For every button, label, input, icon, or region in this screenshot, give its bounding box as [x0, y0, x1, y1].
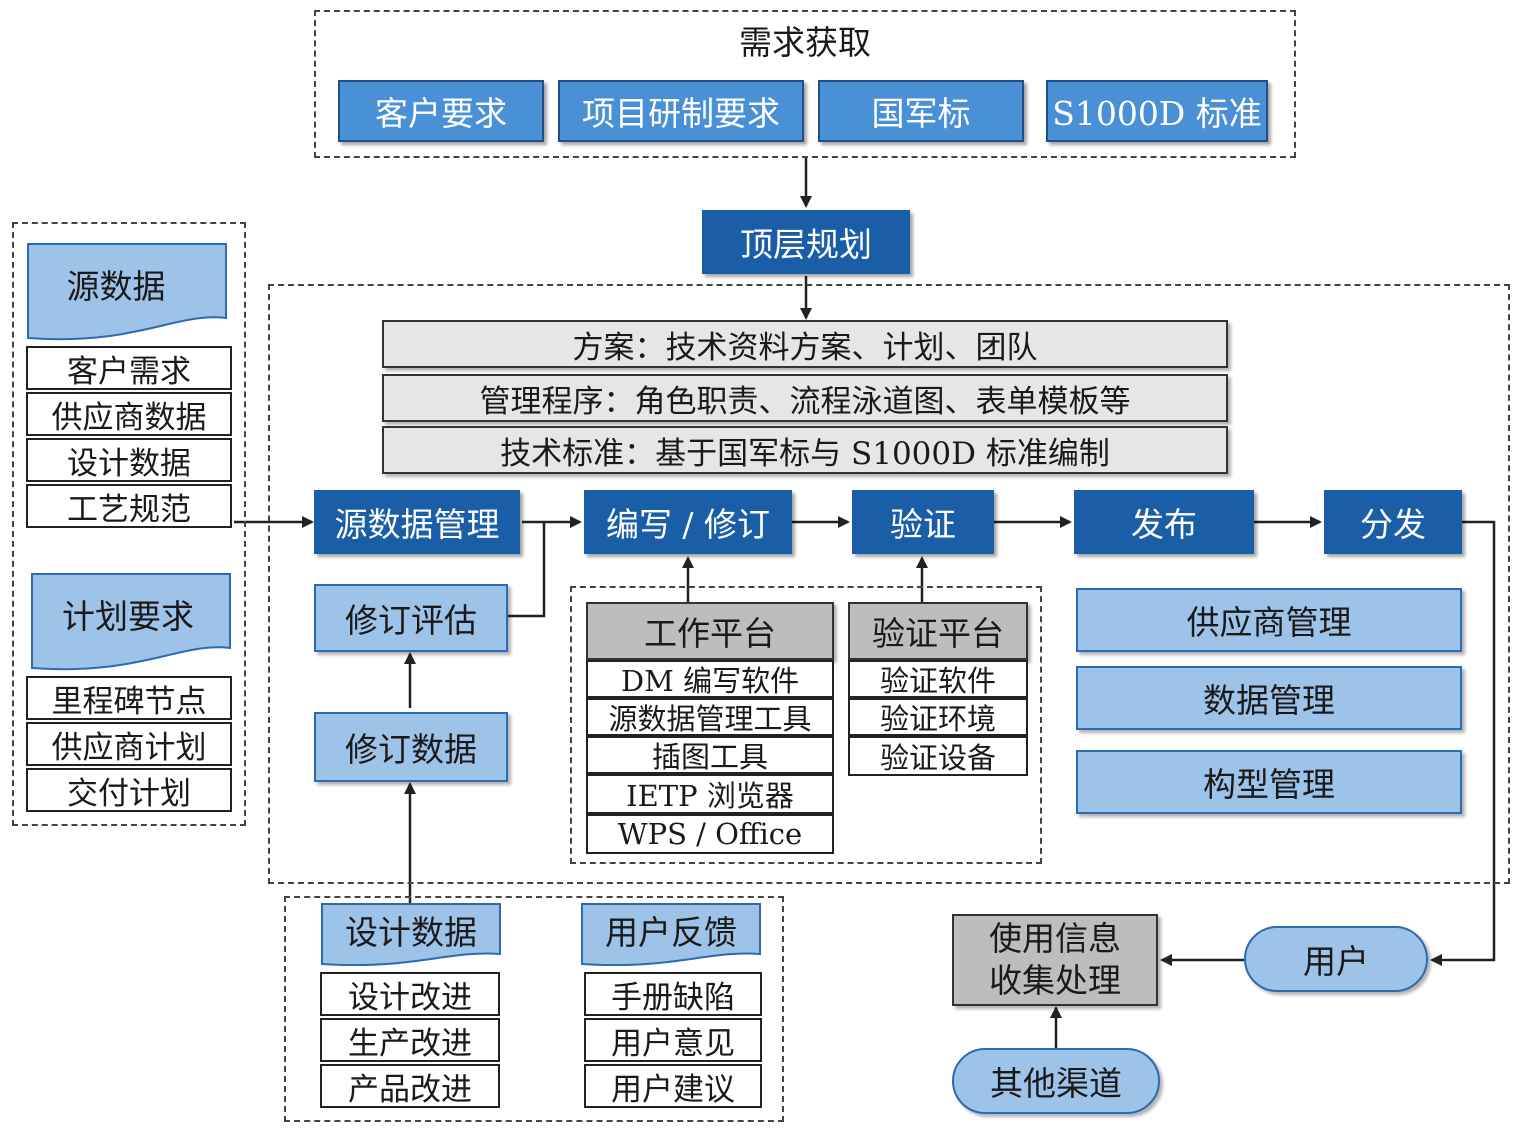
process-write-revise: 编写 / 修订 [584, 490, 792, 554]
main-process-group [268, 284, 1510, 884]
user-feedback-item: 用户意见 [584, 1018, 762, 1062]
plan-requirements-title: 计划要求 [62, 597, 194, 636]
platform-group [570, 586, 1042, 864]
design-data-title: 设计数据 [345, 913, 477, 952]
work-platform-item: 源数据管理工具 [586, 698, 834, 736]
plan-technical-standard: 技术标准：基于国军标与 S1000D 标准编制 [382, 426, 1228, 474]
arrow-distribute-to-user [1430, 520, 1496, 966]
source-data-title: 源数据 [66, 267, 166, 306]
plan-scheme: 方案：技术资料方案、计划、团队 [382, 320, 1228, 368]
work-platform-item: WPS / Office [586, 814, 834, 854]
work-platform-item: IETP 浏览器 [586, 774, 834, 814]
source-data-item: 设计数据 [26, 438, 232, 482]
verify-platform-item: 验证环境 [848, 698, 1028, 736]
user-feedback-doc: 用户反馈 [580, 902, 762, 966]
design-data-item: 产品改进 [320, 1064, 500, 1108]
requirements-group [314, 10, 1296, 158]
user-feedback-item: 用户建议 [584, 1064, 762, 1108]
verify-platform-title: 验证平台 [848, 602, 1028, 660]
revision-evaluation-box: 修订评估 [314, 584, 508, 652]
revision-data-box: 修订数据 [314, 712, 508, 782]
requirements-title: 需求获取 [739, 23, 871, 62]
source-data-item: 供应商数据 [26, 392, 232, 436]
work-platform-item: 插图工具 [586, 736, 834, 774]
plan-requirement-item: 供应商计划 [26, 722, 232, 766]
feedback-group [284, 896, 784, 1122]
source-data-item: 客户需求 [26, 346, 232, 390]
line-eval-to-management [508, 522, 546, 618]
requirement-item: 客户要求 [338, 80, 544, 142]
design-data-item: 生产改进 [320, 1018, 500, 1062]
requirement-item: 国军标 [818, 80, 1024, 142]
user-feedback-title: 用户反馈 [605, 913, 737, 952]
plan-requirement-item: 交付计划 [26, 768, 232, 812]
verify-platform-item: 验证设备 [848, 736, 1028, 776]
requirement-item: S1000D 标准 [1046, 80, 1268, 142]
usage-info-box: 使用信息 收集处理 [952, 914, 1158, 1006]
process-distribute: 分发 [1324, 490, 1462, 554]
process-publish: 发布 [1074, 490, 1254, 554]
top-planning-box: 顶层规划 [702, 210, 910, 274]
data-management-box: 数据管理 [1076, 666, 1462, 730]
design-data-doc: 设计数据 [320, 902, 502, 966]
source-data-item: 工艺规范 [26, 484, 232, 528]
plan-management-procedure: 管理程序：角色职责、流程泳道图、表单模板等 [382, 374, 1228, 422]
configuration-management-box: 构型管理 [1076, 750, 1462, 814]
design-data-item: 设计改进 [320, 972, 500, 1016]
plan-requirement-item: 里程碑节点 [26, 676, 232, 720]
work-platform-title: 工作平台 [586, 602, 834, 660]
source-group [12, 222, 246, 826]
other-channels-node: 其他渠道 [952, 1048, 1160, 1114]
requirement-item: 项目研制要求 [558, 80, 804, 142]
user-feedback-item: 手册缺陷 [584, 972, 762, 1016]
source-data-doc: 源数据 [26, 242, 228, 344]
process-verify: 验证 [852, 490, 994, 554]
usage-info-line: 收集处理 [989, 961, 1121, 1000]
supplier-management-box: 供应商管理 [1076, 588, 1462, 652]
work-platform-item: DM 编写软件 [586, 660, 834, 698]
verify-platform-item: 验证软件 [848, 660, 1028, 698]
process-source-management: 源数据管理 [314, 490, 520, 554]
plan-requirements-doc: 计划要求 [30, 572, 232, 674]
user-node: 用户 [1244, 926, 1428, 992]
usage-info-line: 使用信息 [989, 919, 1121, 958]
